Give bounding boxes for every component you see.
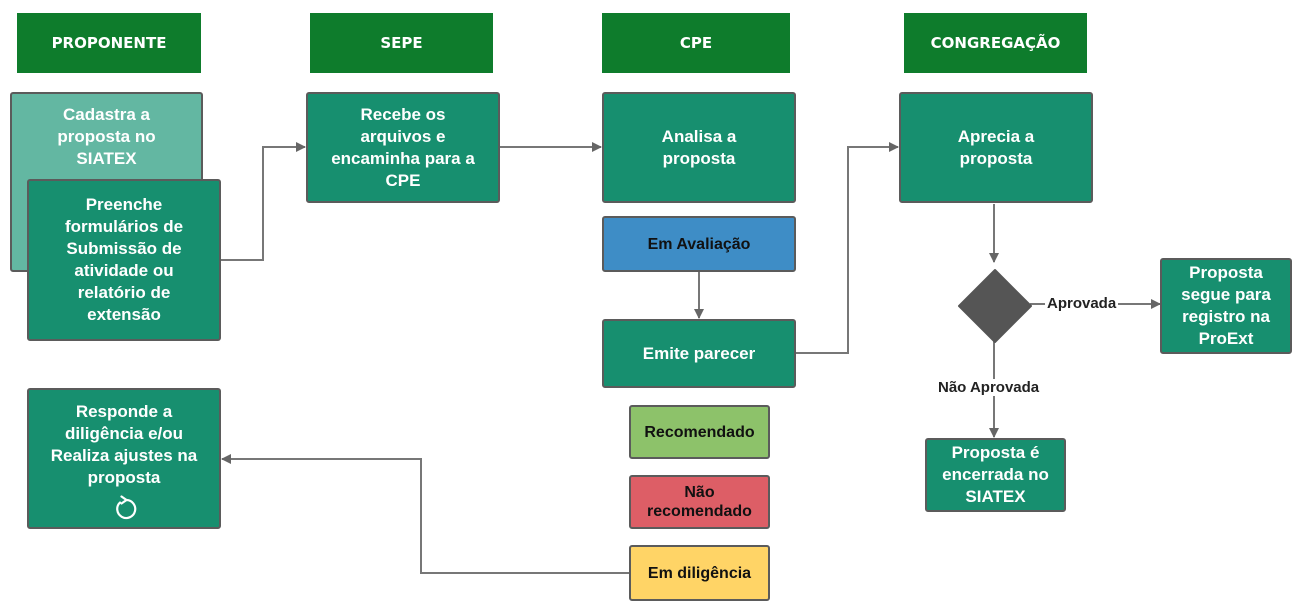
arrow-diligencia-to-responde: [221, 454, 629, 574]
lane-header-sepe: SEPE: [310, 13, 493, 73]
step-recebe-arquivos: Recebe os arquivos e encaminha para a CP…: [306, 92, 500, 203]
lane-header-cpe: CPE: [602, 13, 790, 73]
status-recomendado: Recomendado: [629, 405, 770, 459]
step-aprecia-proposta: Aprecia a proposta: [899, 92, 1093, 203]
status-em-diligencia: Em diligência: [629, 545, 770, 601]
step-proposta-encerrada: Proposta é encerrada no SIATEX: [925, 438, 1066, 512]
lane-header-congregacao: CONGREGAÇÃO: [904, 13, 1087, 73]
step-responde-diligencia-label: Responde a diligência e/ou Realiza ajust…: [50, 402, 198, 487]
step-preenche-formularios: Preenche formulários de Submissão de ati…: [27, 179, 221, 341]
edge-label-aprovada: Aprovada: [1045, 295, 1119, 312]
arrow-preenche-to-recebe: [221, 142, 306, 261]
step-proposta-segue-registro: Proposta segue para registro na ProExt: [1160, 258, 1292, 354]
status-nao-recomendado: Não recomendado: [629, 475, 770, 529]
step-responde-diligencia: Responde a diligência e/ou Realiza ajust…: [27, 388, 221, 529]
status-em-avaliacao: Em Avaliação: [602, 216, 796, 272]
refresh-icon: [116, 495, 137, 520]
decision-diamond: [958, 269, 1032, 343]
arrow-emite-to-aprecia: [796, 142, 899, 354]
lane-header-proponente: PROPONENTE: [17, 13, 201, 73]
edge-label-nao-aprovada: Não Aprovada: [936, 379, 1042, 396]
step-emite-parecer: Emite parecer: [602, 319, 796, 388]
step-analisa-proposta: Analisa a proposta: [602, 92, 796, 203]
